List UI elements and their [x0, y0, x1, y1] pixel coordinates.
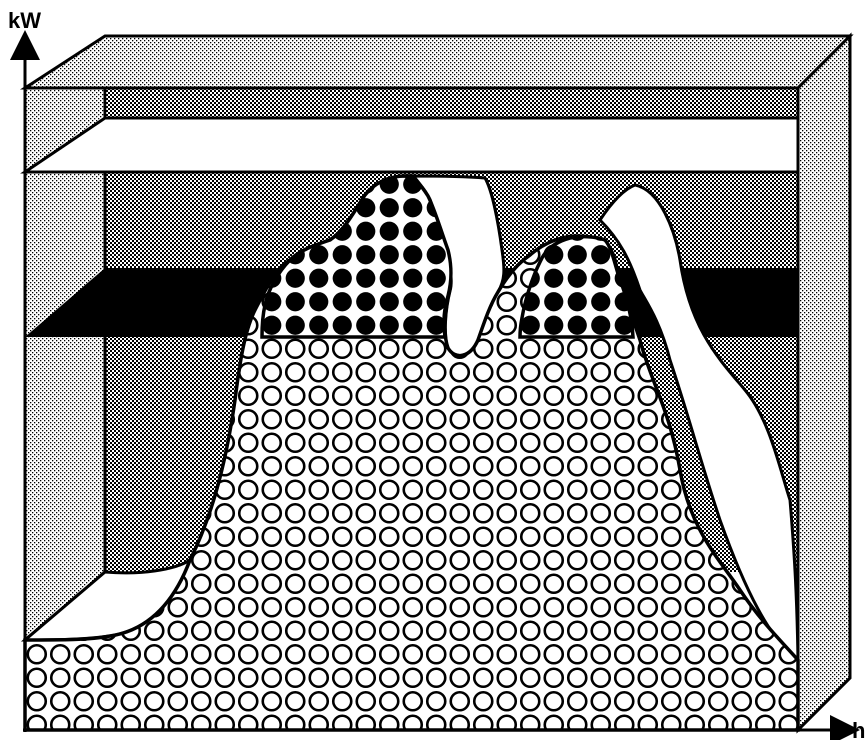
- upper-band: [103, 86, 800, 120]
- right-side-wall: [796, 32, 852, 734]
- y-axis-label: kW: [8, 8, 41, 33]
- peak-load-region-right: [518, 234, 635, 339]
- peak-load-region-left: [260, 174, 453, 339]
- white-shelf: [20, 116, 800, 174]
- x-axis-label: h: [852, 718, 865, 740]
- top-lid: [19, 34, 854, 90]
